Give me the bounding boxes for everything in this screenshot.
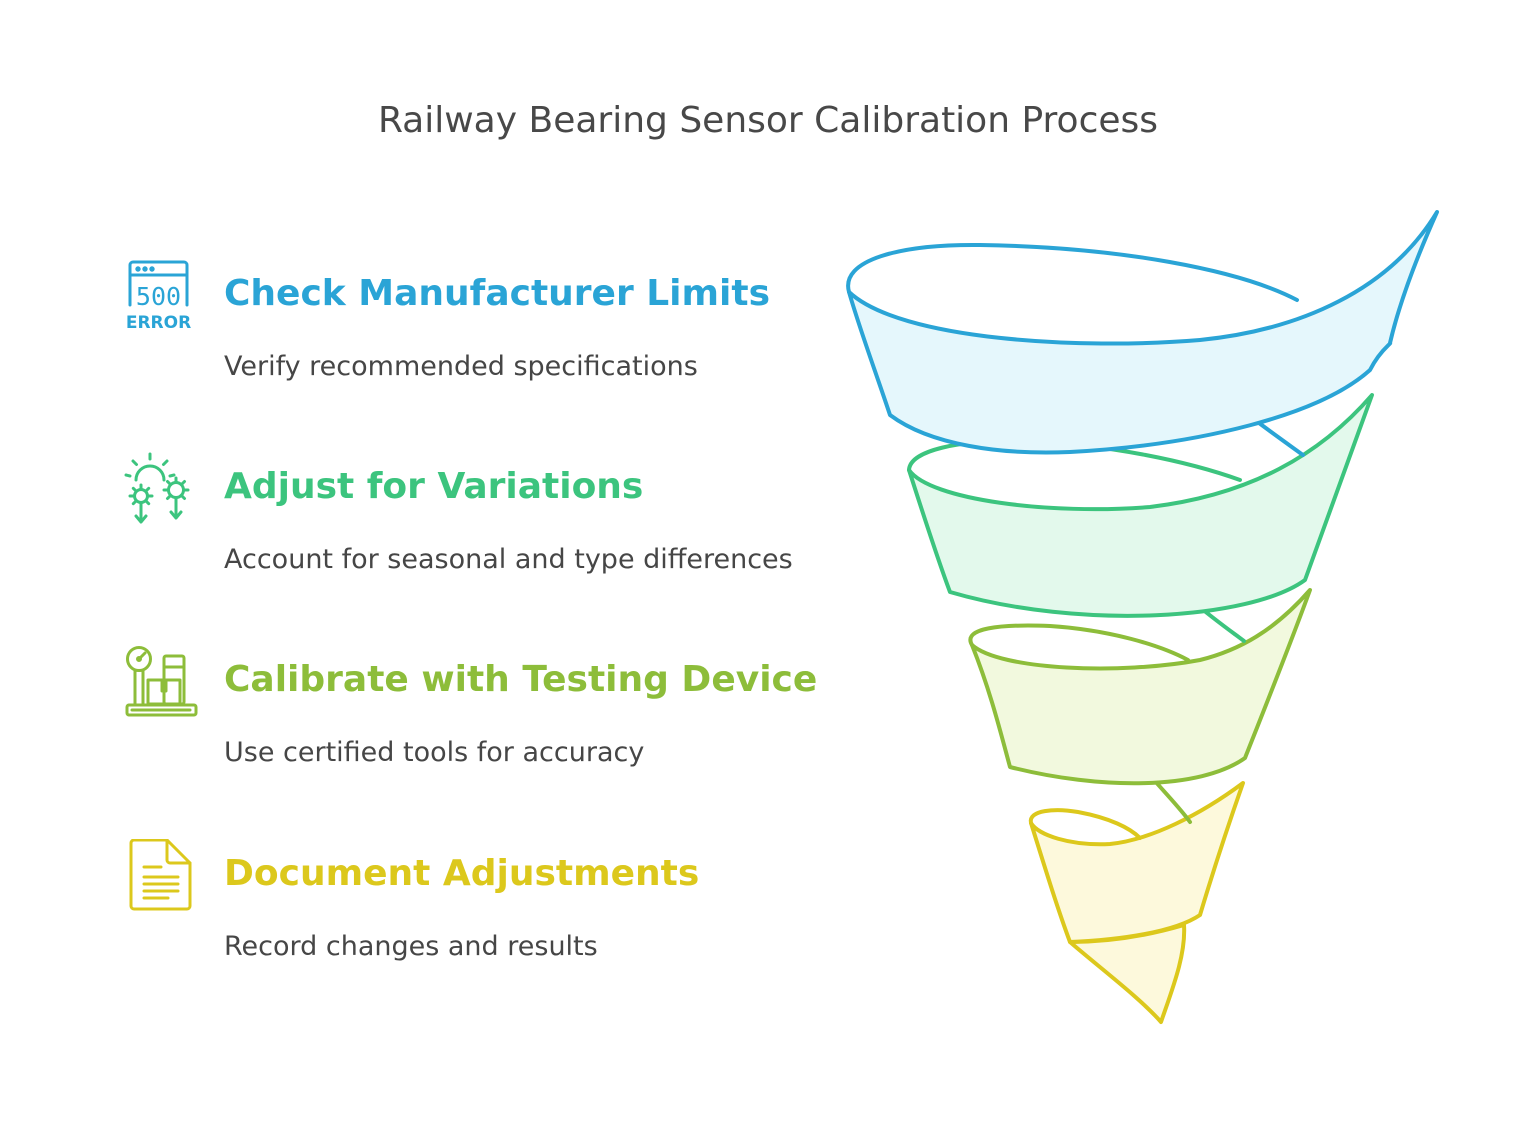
server-error-500-icon: 500 ERROR — [120, 259, 200, 339]
step-heading: Check Manufacturer Limits — [224, 273, 771, 314]
funnel-band-yellow — [1028, 771, 1245, 1024]
step-description: Use certified tools for accuracy — [224, 737, 645, 768]
step-check-manufacturer-limits: 500 ERROR Check Manufacturer Limits Veri… — [120, 259, 820, 419]
step-description: Account for seasonal and type difference… — [224, 544, 793, 575]
step-heading: Document Adjustments — [224, 853, 700, 894]
step-document-adjustments: Document Adjustments Record changes and … — [120, 839, 820, 999]
sun-gears-icon — [120, 452, 200, 532]
page-title: Railway Bearing Sensor Calibration Proce… — [377, 100, 1159, 141]
step-heading: Calibrate with Testing Device — [224, 659, 818, 700]
step-description: Record changes and results — [224, 931, 598, 962]
document-icon — [120, 839, 200, 919]
svg-text:ERROR: ERROR — [126, 313, 191, 333]
funnel-band-blue — [846, 210, 1439, 455]
pressure-gauge-device-icon — [120, 645, 200, 725]
svg-text:500: 500 — [136, 282, 181, 311]
step-heading: Adjust for Variations — [224, 466, 644, 507]
funnel-band-lime — [968, 588, 1312, 786]
step-description: Verify recommended specifications — [224, 351, 698, 382]
spiral-funnel-illustration — [846, 210, 1439, 1024]
step-calibrate-with-testing-device: Calibrate with Testing Device Use certif… — [120, 645, 820, 805]
step-adjust-for-variations: Adjust for Variations Account for season… — [120, 452, 820, 612]
